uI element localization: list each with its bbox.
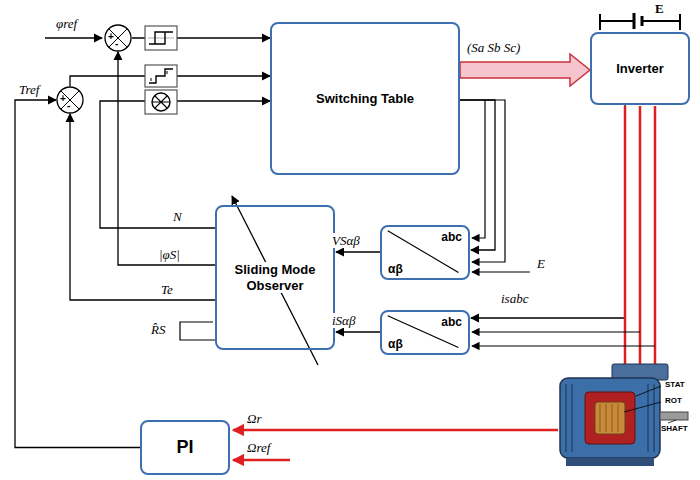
- transform-box: abc αβ: [380, 225, 470, 280]
- signal-label: Tref: [18, 82, 40, 97]
- sign-label: -: [67, 101, 70, 111]
- signal-label: Ωref: [246, 440, 271, 455]
- summing-junction: +-: [104, 24, 132, 52]
- signal-label: isabc: [500, 291, 529, 306]
- sign-label: +: [108, 32, 114, 42]
- part-name: STAT: [664, 380, 686, 390]
- signal-label: Ωr: [246, 411, 262, 426]
- node-label: Switching Table: [314, 91, 416, 107]
- sector-block: [145, 90, 177, 114]
- node-label: Inverter: [614, 61, 666, 77]
- node-label: αβ: [388, 337, 403, 351]
- signal-label: VSαβ: [331, 233, 361, 248]
- node-label: αβ: [388, 262, 403, 276]
- signal-label: φref: [55, 16, 78, 31]
- node-label: PI: [174, 437, 195, 459]
- signal-label: (Sa Sb Sc): [466, 40, 521, 55]
- signal-line: [100, 101, 270, 228]
- signal-label: iSαβ: [331, 313, 356, 328]
- phase-wires: [625, 106, 655, 364]
- inverter-box: Inverter: [590, 32, 690, 105]
- part-name: ROT: [664, 396, 683, 406]
- signal-line: [336, 331, 380, 332]
- sign-label: +: [60, 94, 66, 104]
- induction-motor: [560, 364, 688, 466]
- controller-box: PI: [140, 420, 230, 475]
- signal-label: Te: [160, 282, 174, 297]
- block-arrow: [460, 54, 590, 86]
- switch-state-wire: [472, 100, 485, 238]
- signal-label: R̂S: [150, 322, 166, 337]
- current-sense-wire: [472, 345, 655, 346]
- signal-label: N: [172, 209, 183, 224]
- flux-hysteresis-block: [145, 26, 177, 50]
- process-box: Switching Table: [270, 22, 460, 175]
- node-label: abc: [441, 315, 462, 329]
- speed-reference: [233, 459, 290, 462]
- dc-voltage-input: [472, 271, 530, 272]
- signal-line: [118, 52, 215, 265]
- summing-junction: +-: [56, 86, 84, 114]
- signal-line: [336, 251, 380, 252]
- reference-input: [45, 37, 102, 38]
- node-label: abc: [441, 230, 462, 244]
- torque-hysteresis-block: [145, 65, 177, 87]
- resistance-loop: [180, 322, 215, 340]
- signal-line: [70, 114, 215, 300]
- voltage-label: E: [654, 1, 665, 16]
- signal-line: [471, 105, 625, 318]
- signal-line: [15, 100, 140, 448]
- dc-source-symbol: [600, 13, 680, 30]
- speed-feedback: [233, 429, 558, 432]
- voltage-label: E: [536, 256, 546, 271]
- current-sense-wire: [472, 331, 640, 332]
- observer-box: Sliding Mode Observer: [215, 205, 335, 350]
- sign-label: -: [115, 39, 118, 49]
- part-name: SHAFT: [660, 424, 689, 434]
- node-label: Sliding Mode Observer: [217, 262, 333, 293]
- signal-label: |φS|: [158, 247, 181, 262]
- transform-box: abc αβ: [380, 310, 470, 355]
